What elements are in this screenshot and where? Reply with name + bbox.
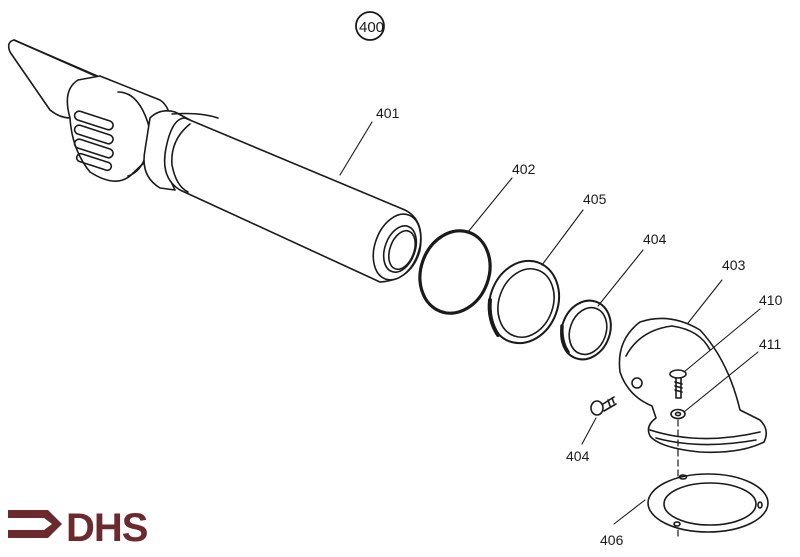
label-405: 405	[583, 191, 607, 207]
logo-arrow-icon	[8, 510, 62, 538]
part-411-washer	[670, 408, 686, 420]
label-406: 406	[600, 532, 624, 548]
part-406-gasket	[647, 473, 769, 533]
part-410-screw	[669, 369, 687, 399]
label-404-ring: 404	[643, 231, 667, 247]
part-402-o-ring	[418, 229, 492, 315]
part-401-tube	[7, 39, 422, 283]
label-402: 402	[512, 161, 536, 177]
label-403: 403	[722, 257, 746, 273]
part-403-elbow	[618, 317, 768, 454]
part-405-ring	[487, 259, 561, 345]
dhs-logo: DHS	[8, 506, 149, 550]
part-404-ring	[560, 299, 612, 361]
leader-lines	[339, 121, 761, 525]
label-404-screw: 404	[566, 448, 590, 464]
logo-text: DHS	[66, 506, 148, 550]
assembly-ref-badge	[355, 11, 385, 41]
label-401: 401	[376, 105, 400, 121]
label-411: 411	[759, 336, 782, 352]
label-410: 410	[759, 292, 783, 308]
assembly-ref-label: 400	[359, 19, 384, 36]
part-404-screw	[590, 396, 617, 416]
